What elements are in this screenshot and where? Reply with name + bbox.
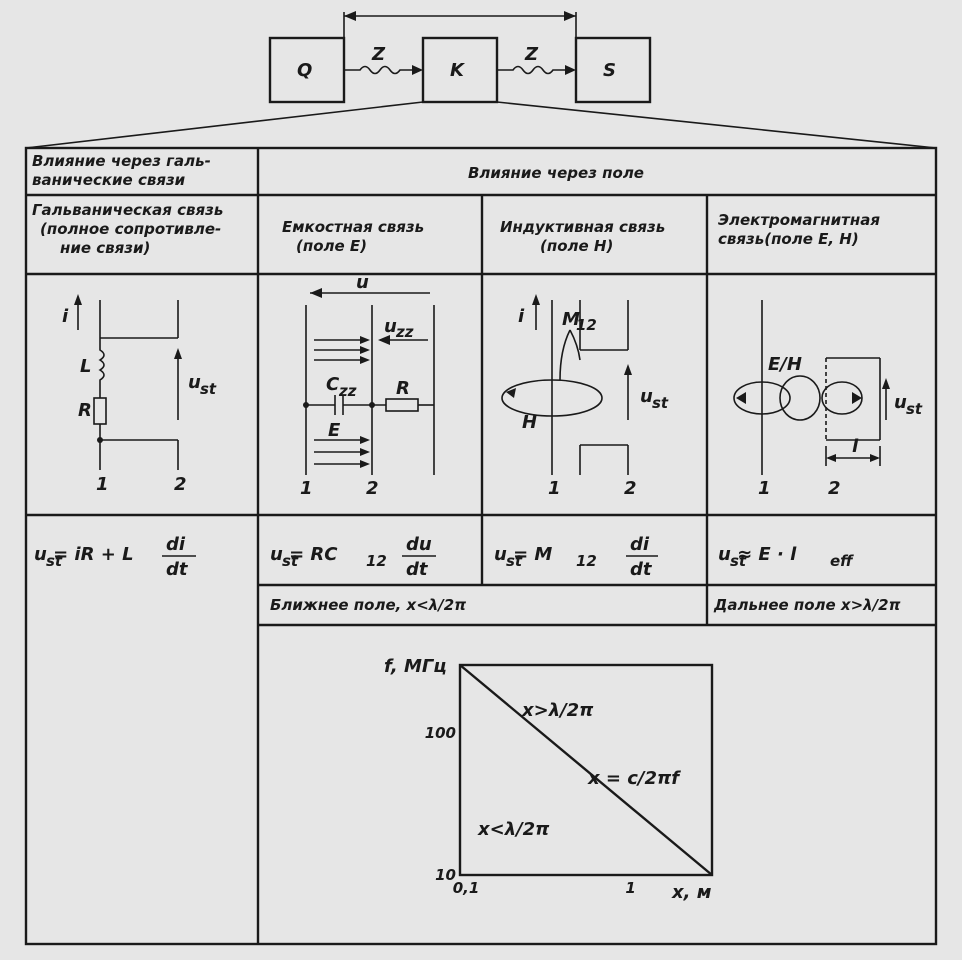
formula-capacitive-sub2: 12 — [366, 552, 387, 570]
region-near-label: x<λ/2π — [477, 819, 550, 840]
block-k-label: K — [450, 60, 466, 81]
label-ust1: u — [188, 372, 201, 393]
formula-inductive-num: di — [630, 534, 650, 555]
label-uzz-sub: zz — [395, 323, 414, 341]
y-tick-10: 10 — [435, 866, 456, 884]
electromagnetic-circuit — [733, 300, 890, 475]
formula-galvanic-den: dt — [166, 559, 189, 580]
formula-inductive-sub2: 12 — [576, 552, 597, 570]
node-1a: 1 — [96, 474, 109, 495]
label-ust4-sub: st — [906, 400, 923, 418]
boundary-label: x = c/2πf — [587, 768, 681, 789]
x-tick-0-1: 0,1 — [453, 879, 480, 897]
label-resistor2: R — [396, 378, 410, 399]
hdr-field-influence: Влияние через поле — [468, 164, 644, 182]
formula-galvanic: u = iR + L — [34, 544, 134, 565]
boundary-line — [459, 664, 713, 876]
node-2a: 1 — [300, 478, 313, 499]
label-uzz: u — [384, 316, 397, 337]
impedance-z2: Z — [524, 44, 539, 65]
label-inductor: L — [80, 356, 91, 377]
block-q-label: Q — [297, 60, 312, 81]
label-resistor1: R — [78, 400, 92, 421]
label-e-field: E — [328, 420, 341, 441]
arrow-head-1 — [412, 65, 423, 75]
x-tick-1: 1 — [625, 879, 635, 897]
node-3b: 2 — [624, 478, 637, 499]
funnel-right — [496, 101, 937, 149]
formula-galvanic-num: di — [166, 534, 186, 555]
hdr-inductive-1: Индуктивная связь — [500, 218, 665, 236]
formula-capacitive-den: dt — [406, 559, 429, 580]
label-czz: C — [326, 374, 340, 395]
hdr-galvanic-3: ние связи) — [60, 239, 150, 257]
node-1b: 2 — [174, 474, 187, 495]
label-mutual-sub: 12 — [576, 316, 597, 334]
label-czz-sub: zz — [338, 382, 357, 400]
label-i3: i — [518, 306, 525, 327]
formula-inductive-den: dt — [630, 559, 653, 580]
chart-frame — [458, 663, 714, 877]
hdr-galvanic-influence-2: ванические связи — [32, 171, 186, 189]
formula-electromagnetic-sub2: eff — [830, 552, 854, 570]
hdr-galvanic-2: (полное сопротивле- — [40, 220, 221, 238]
label-u: u — [356, 272, 369, 293]
hdr-galvanic-influence-1: Влияние через галь- — [32, 152, 211, 170]
label-i1: i — [62, 306, 69, 327]
node-3a: 1 — [548, 478, 561, 499]
label-ust3: u — [640, 386, 653, 407]
hdr-galvanic-1: Гальваническая связь — [32, 201, 223, 219]
y-axis-label: f, МГц — [384, 656, 447, 677]
hdr-capacitive-2: (поле E) — [296, 237, 367, 255]
capacitive-circuit — [303, 288, 435, 475]
coupling-wave-1 — [344, 65, 415, 75]
label-h-field: H — [522, 412, 537, 433]
arrow-head-2 — [565, 65, 576, 75]
y-tick-100: 100 — [425, 724, 456, 742]
label-ust4: u — [894, 392, 907, 413]
node-4b: 2 — [828, 478, 841, 499]
node-4a: 1 — [758, 478, 771, 499]
frequency-distance-chart: 10 100 0,1 1 f, МГц x, м x>λ/2π x<λ/2π x… — [384, 656, 714, 903]
formula-electromagnetic-sub: st — [730, 552, 747, 570]
formula-electromagnetic: u ≈ E · l — [718, 544, 797, 565]
formula-inductive-sub: st — [506, 552, 523, 570]
table-frame — [24, 146, 938, 946]
formula-capacitive-num: du — [406, 534, 432, 555]
label-mutual: M — [562, 309, 580, 330]
node-2b: 2 — [366, 478, 379, 499]
x-axis-label: x, м — [671, 882, 712, 903]
label-length: l — [852, 436, 859, 457]
formula-inductive: u = M — [494, 544, 552, 565]
formula-capacitive-sub: st — [282, 552, 299, 570]
label-ust3-sub: st — [652, 394, 669, 412]
inductor-symbol — [98, 338, 105, 398]
galvanic-circuit — [74, 294, 182, 470]
block-s-label: S — [603, 60, 616, 81]
span-arrow-right — [564, 11, 576, 21]
span-arrow-left — [344, 11, 356, 21]
label-ust1-sub: st — [200, 380, 217, 398]
formula-capacitive: u = RC — [270, 544, 338, 565]
hdr-inductive-2: (поле H) — [540, 237, 613, 255]
zone-near-field: Ближнее поле, x<λ/2π — [270, 596, 466, 614]
hdr-electromagnetic-1: Электромагнитная — [718, 211, 880, 229]
resistor-symbol — [93, 397, 107, 425]
hdr-electromagnetic-2: связь(поле E, H) — [718, 230, 859, 248]
coupling-wave-2 — [497, 65, 568, 75]
zone-far-field: Дальнее поле x>λ/2π — [713, 596, 901, 614]
formula-galvanic-sub: st — [46, 552, 63, 570]
label-eh: E/H — [768, 354, 802, 375]
region-far-label: x>λ/2π — [521, 700, 594, 721]
inductive-circuit — [501, 294, 632, 475]
funnel-left — [25, 101, 424, 149]
hdr-capacitive-1: Емкостная связь — [282, 218, 424, 236]
impedance-z1: Z — [371, 44, 386, 65]
